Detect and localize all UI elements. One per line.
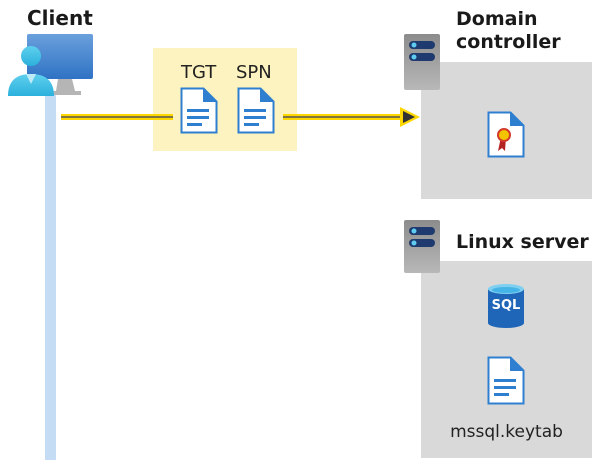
sql-label: SQL [491, 298, 521, 313]
certificate-icon [487, 111, 525, 158]
linux-server-icon [404, 220, 440, 273]
sql-database-icon: SQL [488, 283, 524, 329]
domain-controller-title-line1: Domain [456, 8, 538, 30]
client-title: Client [27, 6, 93, 30]
request-arrow [61, 107, 420, 127]
tgt-label: TGT [181, 62, 217, 83]
client-computer-user-icon [8, 34, 93, 96]
keytab-label: mssql.keytab [450, 422, 563, 442]
domain-controller-title: Domain controller [456, 8, 561, 54]
client-lifeline [45, 92, 56, 460]
linux-server-title: Linux server [456, 231, 589, 253]
message-box [153, 48, 297, 151]
spn-label: SPN [236, 62, 272, 83]
domain-controller-title-line2: controller [456, 31, 561, 53]
keytab-document-icon [487, 356, 525, 405]
spn-document-icon [237, 87, 275, 134]
tgt-document-icon [180, 87, 218, 134]
domain-controller-server-icon [404, 34, 440, 90]
